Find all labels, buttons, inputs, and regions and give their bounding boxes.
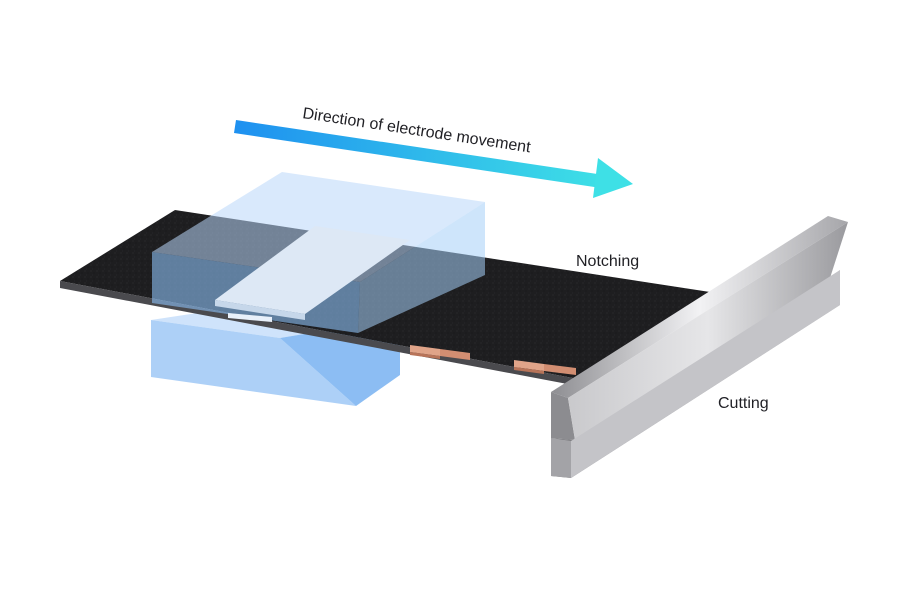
direction-arrow-icon xyxy=(234,120,633,198)
cutting-label: Cutting xyxy=(718,395,769,412)
copper-tabs xyxy=(410,345,576,375)
notching-punch-plate xyxy=(215,226,410,322)
notching-label: Notching xyxy=(576,253,639,270)
cutting-blade xyxy=(551,216,848,478)
